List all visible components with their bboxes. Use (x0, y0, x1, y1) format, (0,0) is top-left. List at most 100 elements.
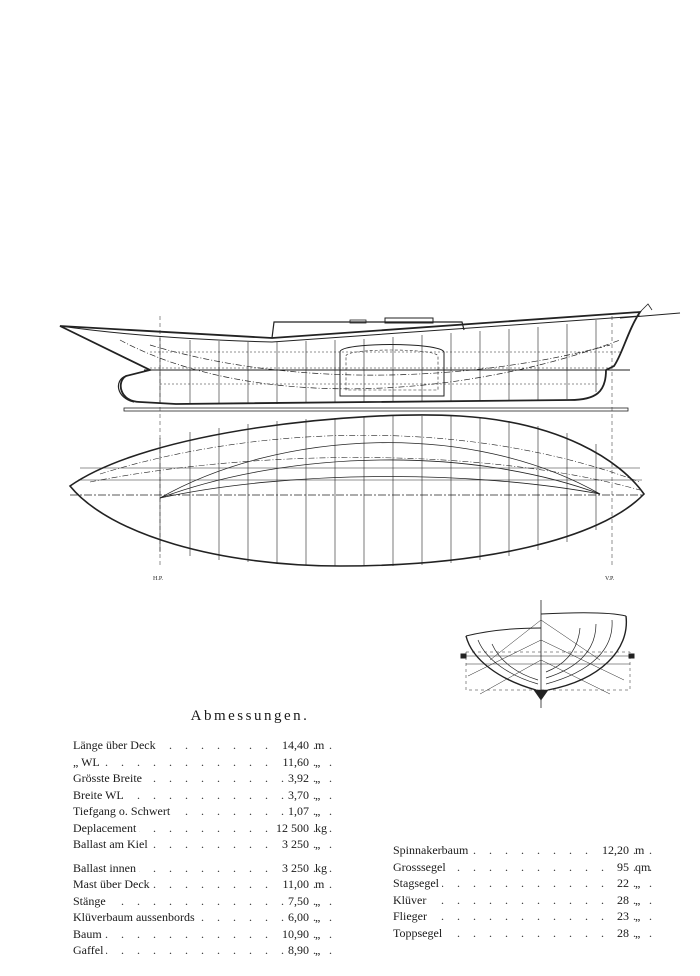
dimension-label: Tiefgang o. Schwert (73, 804, 174, 819)
dimension-unit: „ (315, 787, 321, 802)
dimension-value: 12,20 (599, 843, 629, 858)
dimension-row: . . . . . . . . . . . . . . . . . . . . … (73, 860, 345, 878)
dimension-unit: kg (315, 860, 327, 875)
leader-dots: . . . . . . . . . . . . . . . . . . . . … (73, 926, 345, 941)
body-plan-aft-outline (465, 635, 537, 691)
dimension-unit: „ (315, 771, 321, 785)
dimension-unit: „ (635, 876, 641, 890)
leader-dots: . . . . . . . . . . . . . . . . . . . . … (393, 876, 661, 890)
dimension-label: Stagsegel (393, 876, 442, 891)
dimension-label: Toppsegel (393, 925, 446, 941)
dimension-row: . . . . . . . . . . . . . . . . . . . . … (73, 771, 345, 788)
dimension-unit: „ (315, 893, 321, 908)
dimension-label: Gaffel (73, 943, 107, 958)
dimension-row: . . . . . . . . . . . . . . . . . . . . … (73, 804, 345, 821)
leader-dots: . . . . . . . . . . . . . . . . . . . . … (73, 943, 345, 957)
dimension-row: . . . . . . . . . . . . . . . . . . . . … (393, 909, 661, 926)
station-mark-right: V.P. (605, 576, 615, 582)
dimensions-group-2: . . . . . . . . . . . . . . . . . . . . … (73, 860, 345, 960)
leader-dots: . . . . . . . . . . . . . . . . . . . . … (393, 925, 661, 940)
dimension-unit: m (315, 877, 325, 891)
dimension-label: Breite WL (73, 787, 127, 803)
dimension-label: Klüverbaum aussenbords (73, 910, 198, 925)
dimension-value: 28 (614, 925, 629, 941)
dimensions-table-left: . . . . . . . . . . . . . . . . . . . . … (73, 738, 345, 960)
dimension-unit: „ (315, 837, 321, 851)
perpendiculars (159, 316, 613, 566)
dimension-row: . . . . . . . . . . . . . . . . . . . . … (73, 837, 345, 854)
dimension-row: . . . . . . . . . . . . . . . . . . . . … (393, 876, 661, 893)
half-breadth-view (68, 414, 646, 567)
dimension-row: . . . . . . . . . . . . . . . . . . . . … (73, 943, 345, 960)
dimension-unit: m (315, 738, 325, 752)
dimension-row: . . . . . . . . . . . . . . . . . . . . … (73, 877, 345, 894)
dimensions-group-1: . . . . . . . . . . . . . . . . . . . . … (73, 738, 345, 854)
dimension-unit: „ (315, 926, 321, 941)
dimension-row: . . . . . . . . . . . . . . . . . . . . … (393, 925, 661, 943)
dimension-unit: „ (315, 910, 321, 924)
dimensions-heading: Abmessungen. (190, 708, 310, 724)
dimension-label: Grosssegel (393, 859, 449, 875)
profile-view (59, 303, 681, 566)
profile-hatch (349, 319, 367, 324)
dimension-value: 3 250 (279, 860, 309, 876)
dimension-value: 3 250 (279, 837, 309, 852)
profile-centreboard-trunk (339, 344, 445, 397)
dimension-label: Flieger (393, 909, 430, 924)
dimension-value: 14,40 (279, 738, 309, 753)
dimension-label: Stänge (73, 893, 109, 909)
dimension-unit: qm (635, 859, 651, 874)
dimension-label: Grösste Breite (73, 771, 145, 786)
body-plan-view (460, 600, 635, 708)
dimension-row: . . . . . . . . . . . . . . . . . . . . … (73, 738, 345, 755)
dimension-row: . . . . . . . . . . . . . . . . . . . . … (73, 820, 345, 838)
profile-cabin (271, 321, 465, 339)
dimension-label: Mast über Deck (73, 877, 153, 892)
dimension-value: 3,70 (285, 787, 309, 803)
leader-dots: . . . . . . . . . . . . . . . . . . . . … (73, 860, 345, 875)
dimension-value: 6,00 (285, 910, 309, 925)
dimension-value: 1,07 (285, 804, 309, 819)
dimension-value: 7,50 (285, 893, 309, 909)
dimensions-table-right: . . . . . . . . . . . . . . . . . . . . … (393, 843, 661, 942)
dimension-row: . . . . . . . . . . . . . . . . . . . . … (73, 926, 345, 944)
dimension-value: 22 (614, 876, 629, 891)
leader-dots: . . . . . . . . . . . . . . . . . . . . … (393, 859, 661, 874)
dimension-value: 8,90 (285, 943, 309, 958)
dimension-unit: kg (315, 820, 327, 835)
profile-stations (159, 320, 597, 404)
dimension-unit: „ (635, 909, 641, 923)
dimension-value: 11,00 (279, 877, 309, 892)
dimension-label: Klüver (393, 892, 430, 908)
dimension-value: 95 (614, 859, 629, 875)
dimension-unit: „ (635, 892, 641, 907)
dimension-unit: „ (315, 804, 321, 818)
dimension-row: . . . . . . . . . . . . . . . . . . . . … (393, 859, 661, 877)
dimension-value: 11,60 (279, 754, 309, 770)
leader-dots: . . . . . . . . . . . . . . . . . . . . … (73, 787, 345, 802)
dimension-label: Spinnakerbaum (393, 843, 472, 858)
half-breadth-diagonals (78, 467, 642, 481)
dimension-value: 12 500 (273, 820, 309, 836)
dimension-row: . . . . . . . . . . . . . . . . . . . . … (73, 910, 345, 927)
dimension-label: Ballast innen (73, 860, 139, 876)
dimension-label: Ballast am Kiel (73, 837, 151, 852)
profile-rudder (117, 375, 135, 403)
profile-sheer-line (59, 315, 641, 343)
profile-buttocks (119, 339, 621, 390)
body-plan-fore-outline (547, 615, 627, 691)
leader-dots: . . . . . . . . . . . . . . . . . . . . … (393, 909, 661, 923)
half-breadth-waterlines (159, 442, 601, 499)
dimension-label: Länge über Deck (73, 738, 159, 753)
profile-waterlines (150, 351, 622, 385)
dimension-row: . . . . . . . . . . . . . . . . . . . . … (393, 892, 661, 910)
deck-outline (68, 414, 646, 567)
profile-hull-outline (59, 310, 642, 405)
profile-bowsprit (619, 312, 681, 319)
leader-dots: . . . . . . . . . . . . . . . . . . . . … (73, 893, 345, 908)
dimension-value: 28 (614, 892, 629, 908)
leader-dots: . . . . . . . . . . . . . . . . . . . . … (73, 754, 345, 769)
dimension-unit: m (635, 843, 645, 857)
dimension-unit: „ (315, 754, 321, 769)
dimension-value: 23 (614, 909, 629, 924)
